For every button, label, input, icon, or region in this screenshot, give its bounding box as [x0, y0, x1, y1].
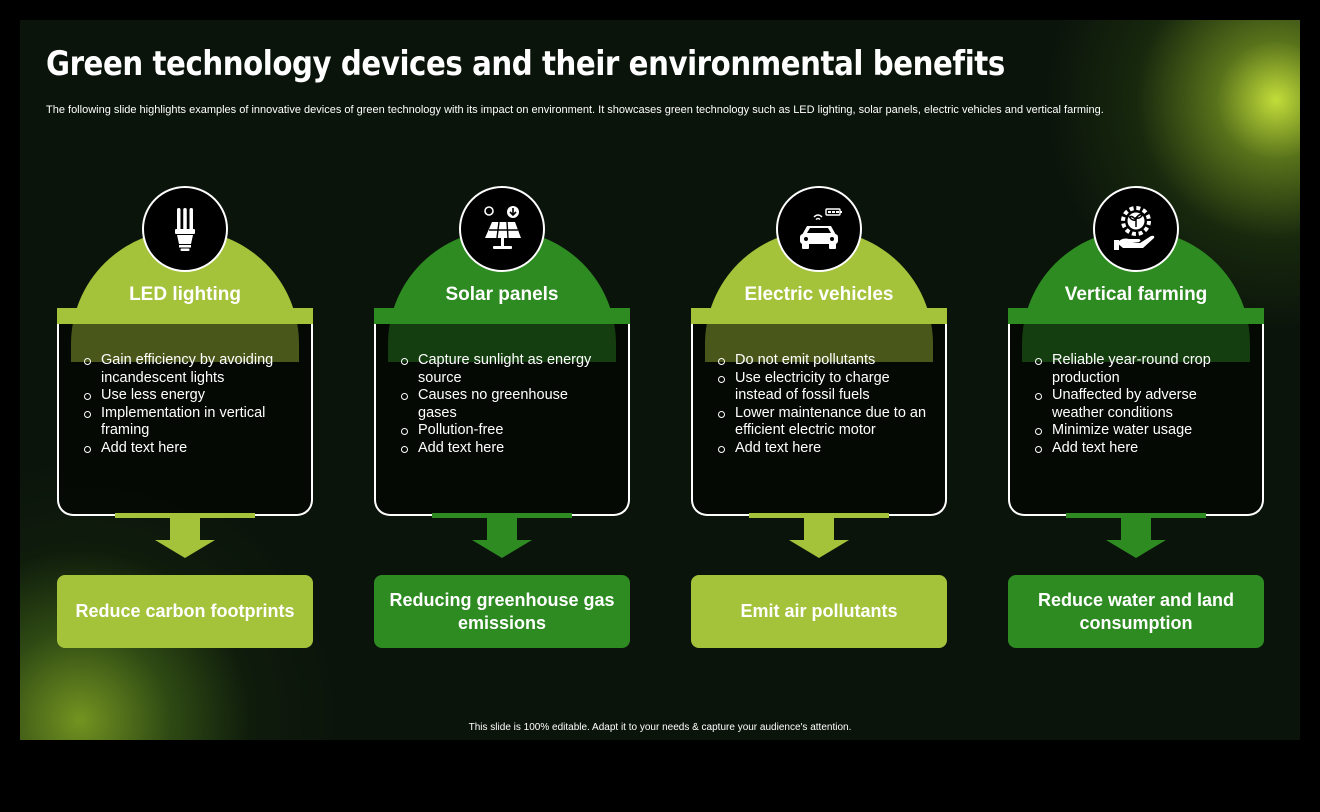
list-item: Add text here	[400, 440, 610, 458]
arrow-stem	[487, 516, 517, 540]
device-title: Vertical farming	[1064, 284, 1208, 305]
list-item: Implementation in vertical framing	[83, 405, 293, 440]
benefit-list: Capture sunlight as energy source Causes…	[400, 352, 610, 457]
icon-circle	[142, 186, 228, 272]
device-column-solar-panels: Solar panels Capture sunlight as energy …	[374, 186, 630, 648]
device-title: Electric vehicles	[744, 284, 894, 305]
benefit-list: Reliable year-round crop production Unaf…	[1034, 352, 1244, 457]
outcome-box: Reducing greenhouse gas emissions	[374, 575, 630, 648]
list-item: Use electricity to charge instead of fos…	[717, 370, 927, 405]
connector-bar	[115, 513, 255, 518]
footer-note: This slide is 100% editable. Adapt it to…	[468, 722, 852, 733]
down-arrow-icon	[472, 540, 532, 558]
list-item: Lower maintenance due to an efficient el…	[717, 405, 927, 440]
list-item: Capture sunlight as energy source	[400, 352, 610, 387]
solar-panel-icon	[484, 206, 521, 249]
arrow-stem	[804, 516, 834, 540]
list-item: Unaffected by adverse weather conditions	[1034, 387, 1244, 422]
header-bar	[374, 308, 630, 324]
connector-bar	[1066, 513, 1206, 518]
device-title: Solar panels	[445, 284, 559, 305]
down-arrow-icon	[155, 540, 215, 558]
page-title: Green technology devices and their envir…	[46, 44, 1005, 84]
device-column-led-lighting: LED lighting Gain efficiency by avoiding…	[57, 186, 313, 648]
electric-car-icon	[800, 208, 842, 249]
list-item: Reliable year-round crop production	[1034, 352, 1244, 387]
list-item: Do not emit pollutants	[717, 352, 927, 370]
arrow-stem	[170, 516, 200, 540]
device-details-card: Do not emit pollutants Use electricity t…	[691, 324, 947, 516]
connector-bar	[749, 513, 889, 518]
header-bar	[57, 308, 313, 324]
benefit-list: Gain efficiency by avoiding incandescent…	[83, 352, 293, 457]
down-arrow-icon	[789, 540, 849, 558]
list-item: Pollution-free	[400, 422, 610, 440]
device-details-card: Reliable year-round crop production Unaf…	[1008, 324, 1264, 516]
device-column-vertical-farming: Vertical farming Reliable year-round cro…	[1008, 186, 1264, 648]
list-item: Minimize water usage	[1034, 422, 1244, 440]
led-bulb-icon	[175, 208, 195, 251]
slide: Green technology devices and their envir…	[20, 20, 1300, 740]
connector-bar	[432, 513, 572, 518]
device-title: LED lighting	[129, 284, 241, 305]
icon-circle	[459, 186, 545, 272]
arrow-stem	[1121, 516, 1151, 540]
list-item: Add text here	[717, 440, 927, 458]
globe-hand-icon	[1114, 206, 1155, 250]
outcome-box: Emit air pollutants	[691, 575, 947, 648]
down-arrow-icon	[1106, 540, 1166, 558]
device-details-card: Capture sunlight as energy source Causes…	[374, 324, 630, 516]
list-item: Add text here	[83, 440, 293, 458]
list-item: Add text here	[1034, 440, 1244, 458]
list-item: Use less energy	[83, 387, 293, 405]
outcome-box: Reduce water and land consumption	[1008, 575, 1264, 648]
benefit-list: Do not emit pollutants Use electricity t…	[717, 352, 927, 457]
header-bar	[691, 308, 947, 324]
icon-circle	[776, 186, 862, 272]
device-details-card: Gain efficiency by avoiding incandescent…	[57, 324, 313, 516]
header-bar	[1008, 308, 1264, 324]
icon-circle	[1093, 186, 1179, 272]
device-column-electric-vehicles: Electric vehicles Do not emit	[691, 186, 947, 648]
page-subtitle: The following slide highlights examples …	[46, 104, 1104, 116]
list-item: Causes no greenhouse gases	[400, 387, 610, 422]
outcome-box: Reduce carbon footprints	[57, 575, 313, 648]
list-item: Gain efficiency by avoiding incandescent…	[83, 352, 293, 387]
